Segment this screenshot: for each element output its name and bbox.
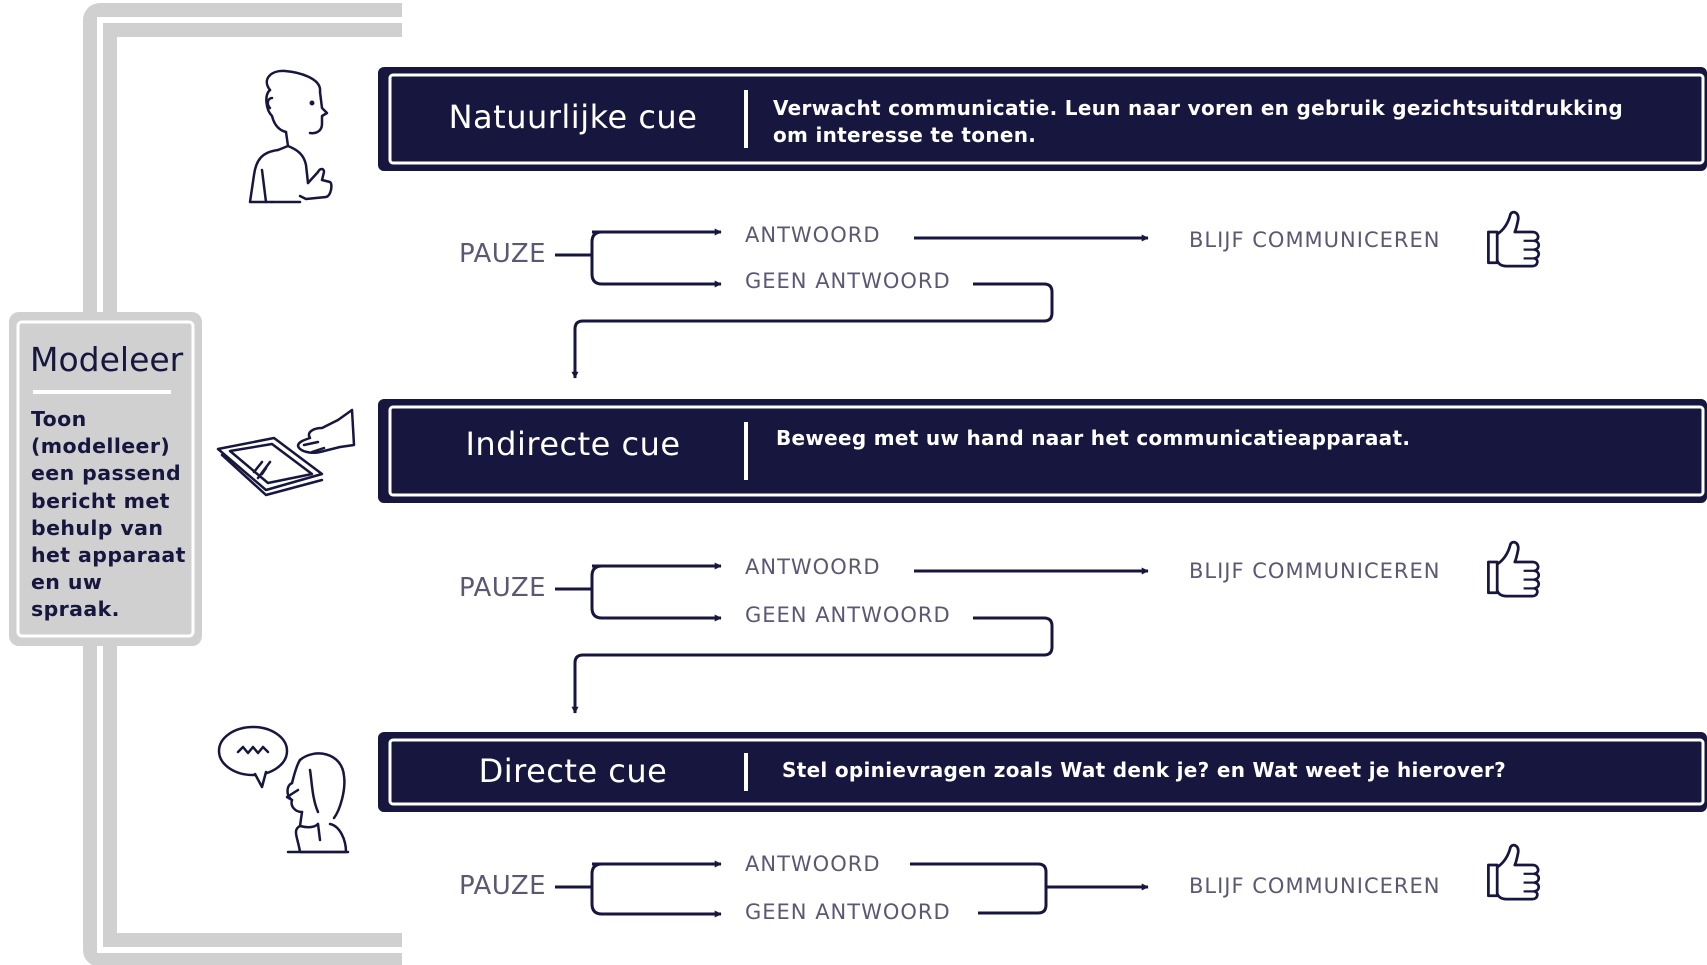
thumbs-up-icon: [1487, 210, 1541, 268]
person-thumbs-up-icon: [248, 69, 333, 204]
flow-directe: [555, 860, 1149, 918]
modeleer-body: Toon (modelleer) een passend bericht met…: [31, 407, 186, 622]
pauze-label: PAUZE: [459, 573, 547, 603]
cue-desc-indirecte: Beweeg met uw hand naar het communicatie…: [776, 426, 1411, 450]
person-speech-bubble-icon: [217, 725, 350, 854]
cue-title-directe: Directe cue: [478, 752, 668, 790]
geen-antwoord-label: GEEN ANTWOORD: [745, 603, 951, 627]
cue-banner-directe: [378, 732, 1707, 812]
modeleer-title: Modeleer: [30, 340, 184, 379]
cue-banner-natuurlijke: [378, 67, 1707, 171]
pauze-label: PAUZE: [459, 239, 547, 269]
flow-natuurlijke: [555, 228, 1149, 379]
cue-desc-directe: Stel opinievragen zoals Wat denk je? en …: [782, 758, 1507, 782]
cue-title-natuurlijke: Natuurlijke cue: [448, 98, 698, 136]
blijf-communiceren-label: BLIJF COMMUNICEREN: [1189, 874, 1441, 898]
antwoord-label: ANTWOORD: [745, 555, 881, 579]
antwoord-label: ANTWOORD: [745, 852, 881, 876]
cue-banner-indirecte: [378, 399, 1707, 503]
modeleer-frame: [9, 3, 402, 965]
thumbs-up-icon: [1487, 843, 1541, 901]
blijf-communiceren-label: BLIJF COMMUNICEREN: [1189, 559, 1441, 583]
cue-desc-natuurlijke: Verwacht communicatie. Leun naar voren e…: [773, 96, 1624, 147]
blijf-communiceren-label: BLIJF COMMUNICEREN: [1189, 228, 1441, 252]
pauze-label: PAUZE: [459, 871, 547, 901]
geen-antwoord-label: GEEN ANTWOORD: [745, 900, 951, 924]
thumbs-up-icon: [1487, 540, 1541, 598]
flow-indirecte: [555, 562, 1149, 714]
hand-tablet-icon: [216, 408, 356, 497]
cue-title-indirecte: Indirecte cue: [465, 425, 681, 463]
antwoord-label: ANTWOORD: [745, 223, 881, 247]
geen-antwoord-label: GEEN ANTWOORD: [745, 269, 951, 293]
